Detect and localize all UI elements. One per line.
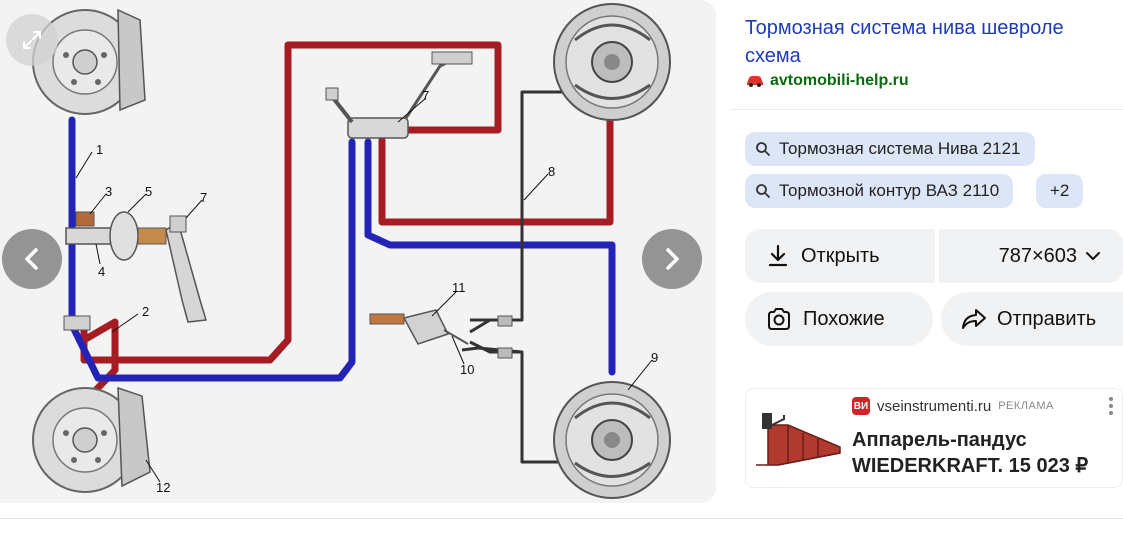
ad-content[interactable]: ВИ vseinstrumenti.ru РЕКЛАМА Аппарель-па… — [745, 388, 1123, 488]
search-icon — [756, 184, 770, 198]
image-info-card: Тормозная система нива шевроле схема avt… — [730, 0, 1123, 362]
advertiser-logo: ВИ — [852, 397, 870, 415]
related-search-chip[interactable]: Тормозная система Нива 2121 — [745, 132, 1035, 166]
image-viewer[interactable]: 1 2 3 4 5 7 7 8 9 10 11 12 — [0, 0, 716, 503]
image-details-panel: Тормозная система нива шевроле схема avt… — [730, 0, 1123, 503]
share-label: Отправить — [997, 307, 1097, 330]
size-label: 787×603 — [998, 244, 1077, 267]
similar-images-button[interactable]: Похожие — [745, 292, 933, 346]
callout-12: 12 — [156, 480, 170, 495]
similar-label: Похожие — [803, 307, 885, 330]
callout-7-regulator: 7 — [422, 88, 429, 103]
ad-product-image — [756, 413, 841, 466]
previous-image-button[interactable] — [2, 229, 62, 289]
share-arrow-icon — [962, 309, 986, 329]
chevron-down-icon — [1086, 252, 1100, 260]
source-domain: avtomobili-help.ru — [770, 72, 909, 89]
callout-1: 1 — [96, 142, 103, 157]
divider — [0, 518, 1123, 519]
related-search-chip[interactable]: Тормозной контур ВАЗ 2110 — [745, 174, 1014, 208]
callout-4: 4 — [98, 264, 105, 279]
search-icon — [756, 142, 770, 156]
callout-11: 11 — [452, 280, 466, 295]
image-title-link[interactable]: Тормозная система нива шевроле схема — [745, 17, 1064, 67]
callout-9: 9 — [651, 350, 658, 365]
callout-3: 3 — [105, 184, 112, 199]
image-size-dropdown[interactable]: 787×603 — [939, 229, 1123, 283]
callout-7-pedal: 7 — [200, 190, 207, 205]
open-label: Открыть — [801, 244, 880, 267]
next-image-button[interactable] — [642, 229, 702, 289]
source-link[interactable]: avtomobili-help.ru — [745, 72, 909, 90]
expand-button[interactable] — [6, 14, 58, 66]
chip-label: Тормозной контур ВАЗ 2110 — [779, 181, 1000, 200]
open-image-button[interactable]: Открыть — [745, 229, 935, 283]
callout-8: 8 — [548, 164, 555, 179]
callout-10: 10 — [460, 362, 474, 377]
callout-5: 5 — [145, 184, 152, 199]
ad-source[interactable]: ВИ vseinstrumenti.ru РЕКЛАМА — [852, 397, 1054, 415]
chevron-left-icon — [25, 248, 38, 270]
expand-icon — [23, 31, 41, 49]
chip-label: Тормозная система Нива 2121 — [779, 139, 1021, 158]
lens-icon — [768, 308, 790, 330]
car-icon — [747, 76, 763, 87]
advertisement-card[interactable]: ВИ vseinstrumenti.ru РЕКЛАМА Аппарель-па… — [730, 374, 1123, 502]
chevron-right-icon — [666, 248, 679, 270]
more-vertical-icon[interactable] — [1108, 397, 1114, 415]
ad-label: РЕКЛАМА — [998, 400, 1054, 412]
ad-title[interactable]: Аппарель-пандус WIEDERKRAFT. 15 023 ₽ — [852, 429, 1089, 477]
callout-2: 2 — [142, 304, 149, 319]
more-related-chip[interactable]: +2 — [1036, 174, 1084, 208]
brake-system-diagram: 1 2 3 4 5 7 7 8 9 10 11 12 — [32, 3, 671, 499]
share-button[interactable]: Отправить — [941, 292, 1123, 346]
divider — [730, 109, 1123, 110]
download-icon — [768, 244, 788, 267]
ad-domain: vseinstrumenti.ru — [877, 397, 992, 415]
